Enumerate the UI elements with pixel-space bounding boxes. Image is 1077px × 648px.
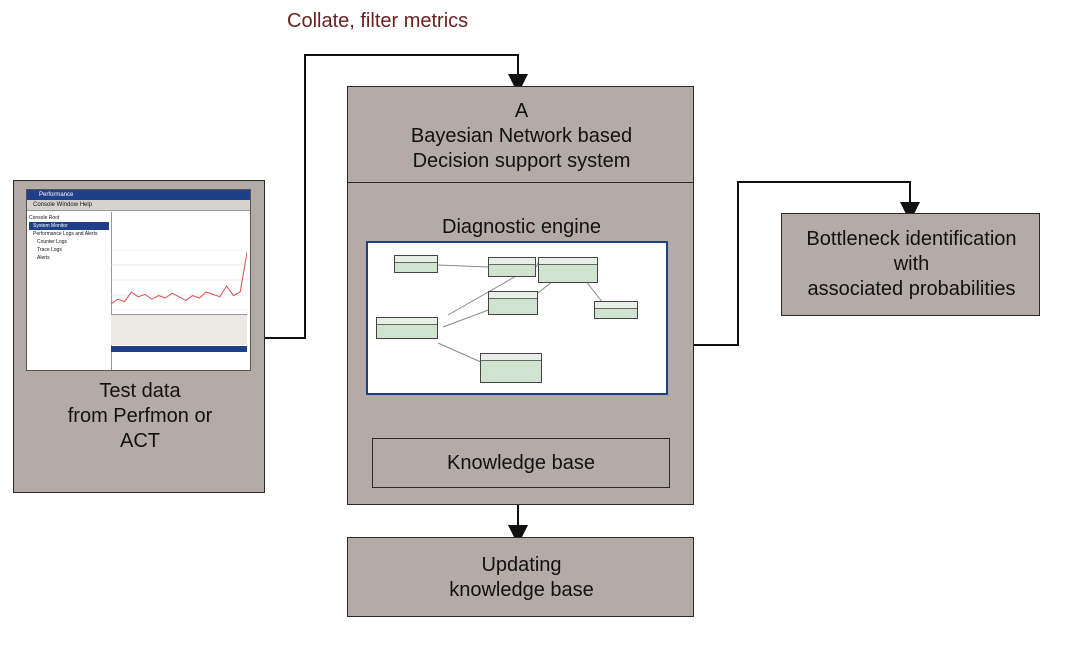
perfmon-tree-item: Performance Logs and Alerts [33,231,98,237]
updating-line: Updating [481,554,562,576]
test-data-label: Test data from Perfmon or ACT [14,379,266,454]
perfmon-counter-row [111,346,247,352]
bottleneck-box: Bottleneck identification with associate… [781,213,1040,316]
perfmon-tree: Console Root System Monitor Performance … [27,212,112,370]
perfmon-series-line [111,252,247,305]
test-data-line: from Perfmon or [67,405,213,427]
updating-line: knowledge base [449,579,594,601]
network-node [594,301,638,319]
network-node [394,255,438,273]
bottleneck-label: Bottleneck identification with associate… [782,227,1041,302]
perfmon-screenshot: Performance Console Window Help Console … [26,189,251,371]
network-node [538,257,598,283]
bottleneck-line: Bottleneck identification [806,228,1017,250]
perfmon-chart [111,250,247,310]
test-data-line: ACT [120,430,160,452]
network-node [488,291,538,315]
bayesian-network-box: A Bayesian Network based Decision suppor… [347,86,694,183]
connector-bn-to-bottleneck [694,181,920,346]
perfmon-tree-item: System Monitor [29,222,109,230]
updating-label: Updating knowledge base [348,553,695,603]
bayesian-line: Bayesian Network based [410,125,633,147]
updating-knowledge-base-box: Updating knowledge base [347,537,694,617]
perfmon-titlebar: Performance [27,190,250,200]
knowledge-base-box: Knowledge base [372,438,670,488]
network-node [480,353,542,383]
perfmon-menubar: Console Window Help [27,200,250,211]
perfmon-tree-item: Trace Logs [37,247,62,253]
test-data-line: Test data [99,380,181,402]
collate-label: Collate, filter metrics [287,10,469,32]
bayesian-label: A Bayesian Network based Decision suppor… [348,99,695,174]
test-data-box: Performance Console Window Help Console … [13,180,265,493]
perfmon-tree-item: Alerts [37,255,50,261]
bottleneck-line: with [893,253,930,275]
perfmon-stats [111,314,247,345]
bottleneck-line: associated probabilities [807,278,1016,300]
diagnostic-engine-title: Diagnostic engine [442,216,601,238]
diagnostic-engine-box: Diagnostic engine Knowledge base [347,182,694,505]
bayesian-line: A [514,100,529,122]
perfmon-tree-item: Console Root [29,215,60,221]
connector-test-to-bn [265,54,528,339]
network-node [376,317,438,339]
perfmon-tree-item: Counter Logs [37,239,68,245]
bayesian-line: Decision support system [412,150,631,172]
network-node [488,257,536,277]
bayesian-network-screenshot [366,241,668,395]
